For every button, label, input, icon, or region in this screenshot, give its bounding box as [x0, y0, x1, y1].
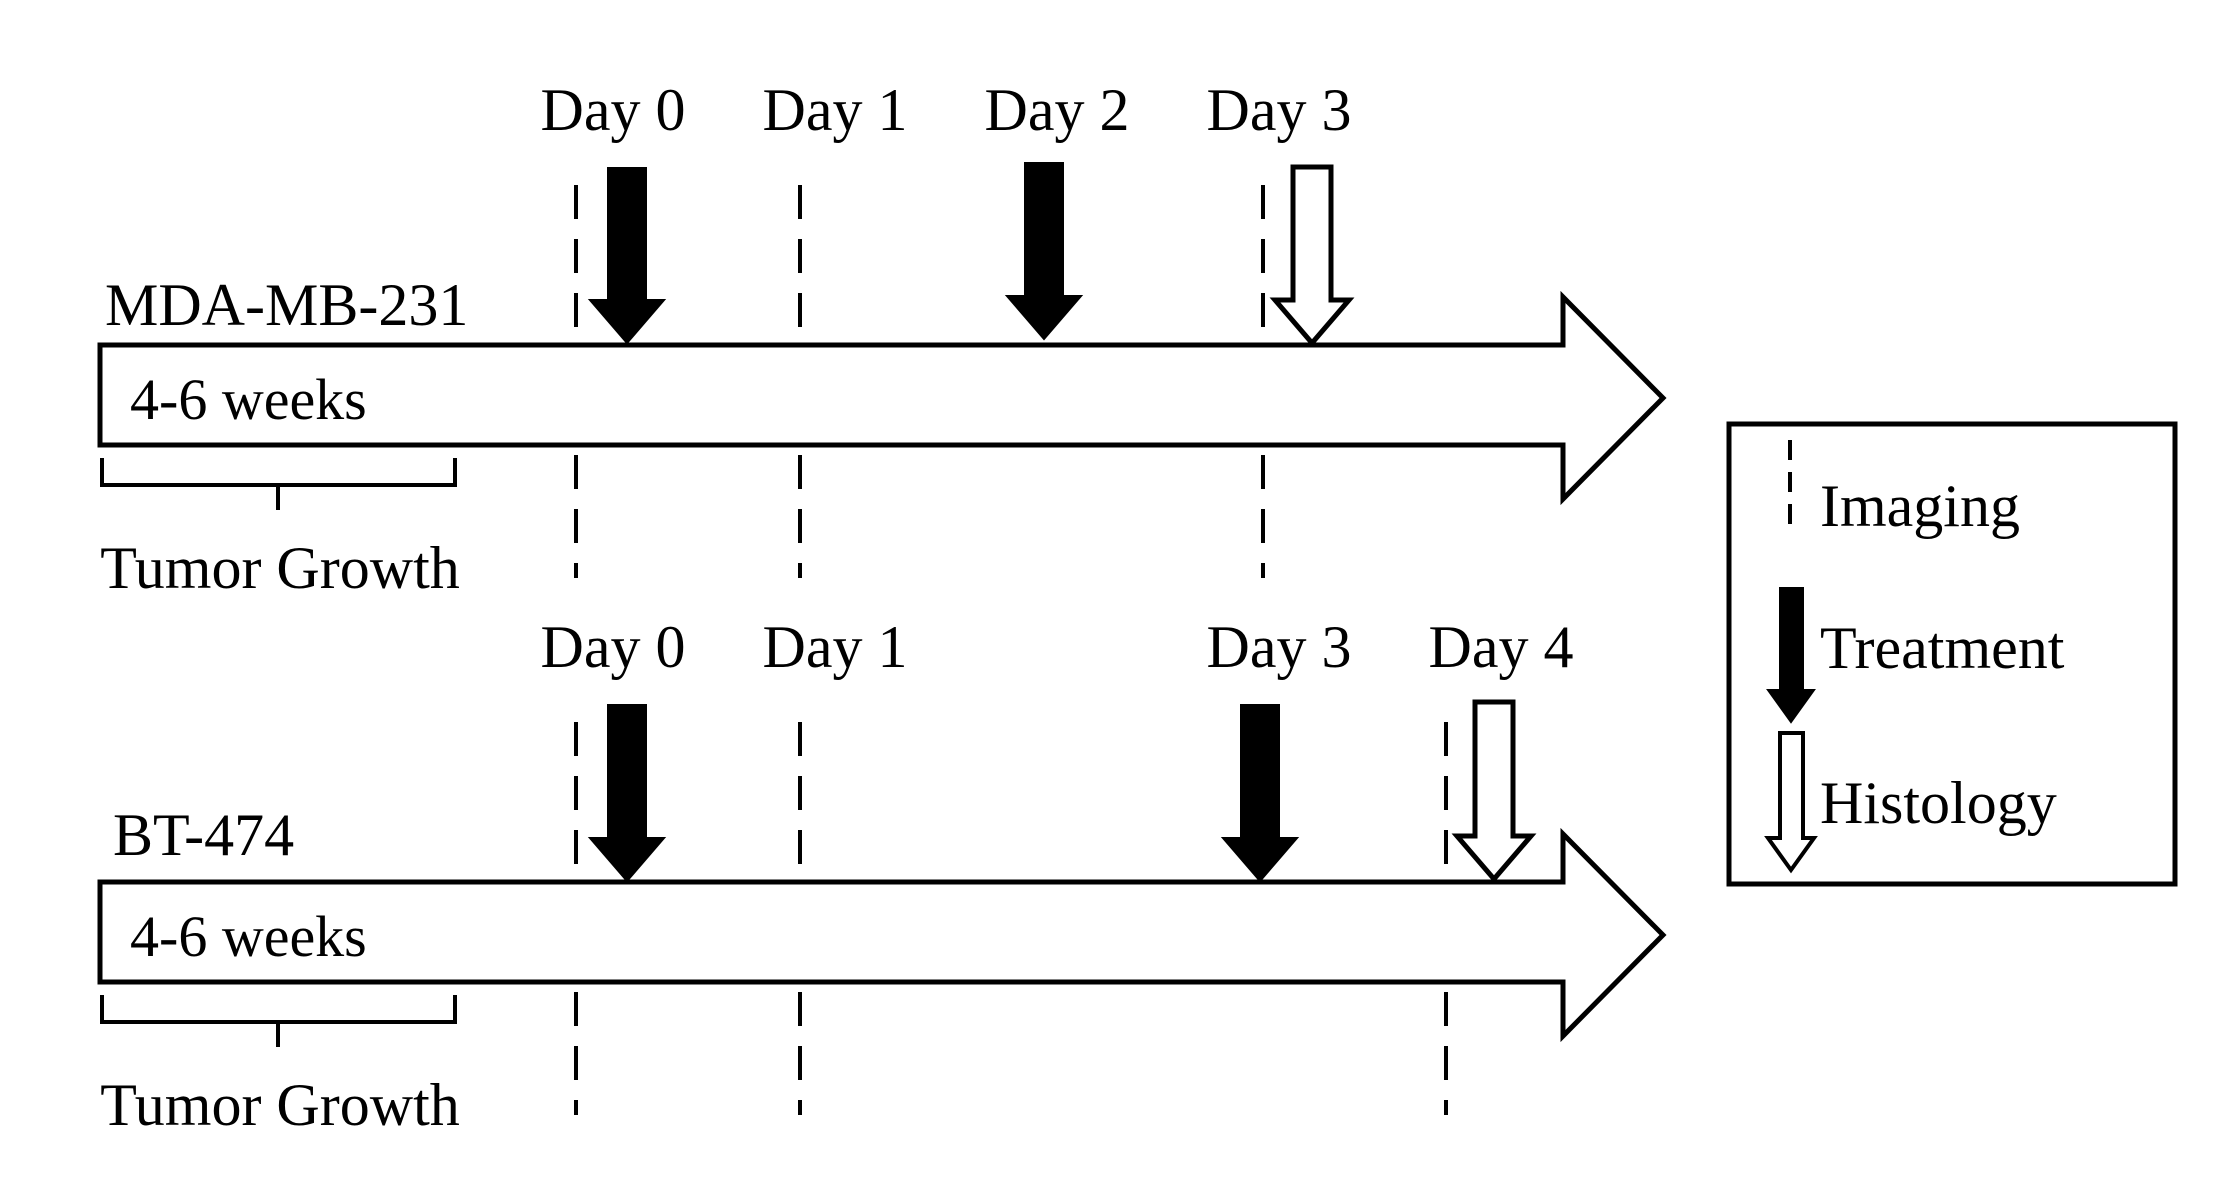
legend: Imaging Treatment Histology — [1726, 421, 2178, 887]
legend-imaging-label: Imaging — [1820, 473, 2020, 539]
histology-arrow — [1451, 699, 1537, 883]
treatment-arrow — [1220, 704, 1300, 883]
day-label: Day 1 — [763, 614, 908, 680]
timeline-arrow — [97, 827, 1667, 1043]
growth-period-label: 4-6 weeks — [130, 904, 367, 969]
day-label: Day 3 — [1207, 614, 1352, 680]
cell-line-label: MDA-MB-231 — [105, 272, 468, 338]
day-label: Day 0 — [541, 77, 686, 143]
day-label: Day 4 — [1429, 614, 1574, 680]
day-label: Day 2 — [985, 77, 1130, 143]
timeline-mda-mb-231: Day 0 Day 1 Day 2 Day 3 MDA-MB-231 4-6 w… — [97, 77, 1667, 601]
treatment-arrow — [1004, 162, 1084, 341]
day-label: Day 0 — [541, 614, 686, 680]
treatment-legend-icon — [1766, 587, 1816, 724]
timeline-bt-474: Day 0 Day 1 Day 3 Day 4 BT-474 4-6 weeks… — [97, 614, 1667, 1138]
histology-arrow — [1269, 164, 1355, 347]
legend-histology-label: Histology — [1820, 770, 2057, 836]
tumor-growth-label: Tumor Growth — [100, 535, 460, 601]
legend-treatment-label: Treatment — [1820, 615, 2065, 681]
treatment-arrow — [587, 167, 667, 345]
timeline-arrow — [97, 290, 1667, 506]
tumor-growth-label: Tumor Growth — [100, 1072, 460, 1138]
growth-period-label: 4-6 weeks — [130, 367, 367, 432]
treatment-arrow — [587, 704, 667, 883]
day-label: Day 1 — [763, 77, 908, 143]
cell-line-label: BT-474 — [113, 802, 294, 868]
growth-brace — [100, 995, 457, 1047]
histology-legend-icon — [1764, 731, 1818, 874]
growth-brace — [100, 458, 457, 510]
day-label: Day 3 — [1207, 77, 1352, 143]
